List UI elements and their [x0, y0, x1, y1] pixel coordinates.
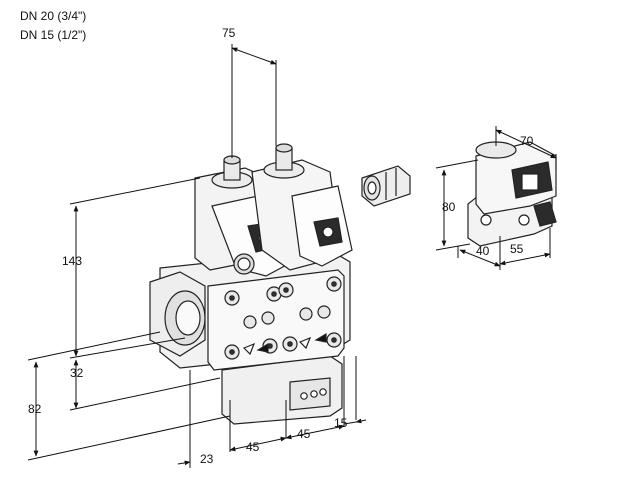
dimension-small-base-a: 40: [476, 244, 490, 258]
dimension-pitch-a: 45: [246, 440, 260, 454]
dimension-offset-right: 15: [334, 416, 348, 430]
dimension-small-base-b: 55: [510, 242, 524, 256]
cable-gland-drawing: [361, 165, 411, 207]
title-dn15: DN 15 (1/2"): [20, 28, 87, 42]
dimension-offset-left: 23: [200, 452, 214, 466]
dimension-height-inlet: 32: [70, 366, 84, 380]
dimension-pitch-b: 45: [297, 427, 311, 441]
small-valve-drawing: [467, 141, 557, 247]
dimension-top-width: 75: [222, 26, 236, 40]
dimension-small-width: 70: [520, 134, 534, 148]
double-valve-drawing: [149, 143, 353, 425]
title-dn20: DN 20 (3/4"): [20, 9, 87, 23]
dimension-height-base: 82: [28, 402, 42, 416]
dimension-small-height: 80: [442, 200, 456, 214]
dimension-lines: [27, 44, 557, 468]
dimension-height-main: 143: [62, 254, 83, 268]
